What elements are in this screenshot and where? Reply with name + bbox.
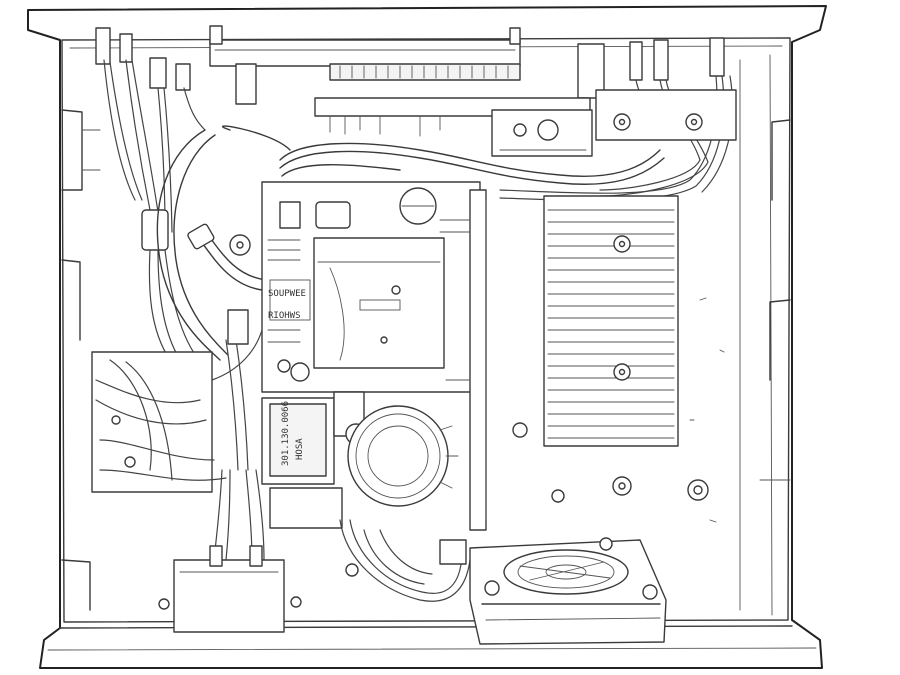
transformer-label-2: HOSA	[295, 438, 305, 460]
floor-standoffs	[512, 422, 709, 503]
board-mark-2: RIOHWS	[268, 311, 301, 321]
board-mark-1: SOUPWEE	[268, 289, 306, 299]
bottom-center-wires	[339, 519, 471, 602]
left-side-module	[91, 309, 263, 493]
transformer-label-1: 301.130.0066	[281, 401, 291, 466]
heatsink	[543, 195, 679, 447]
right-wire-harness	[279, 37, 737, 201]
transformer-assembly: 301.130.0066 HOSA	[261, 391, 367, 529]
left-wire-harness	[95, 27, 291, 361]
main-circuit-board: SOUPWEE RIOHWS	[261, 181, 487, 531]
round-speaker	[347, 405, 459, 507]
cooling-fan	[469, 537, 667, 645]
bottom-power-block	[158, 469, 302, 633]
